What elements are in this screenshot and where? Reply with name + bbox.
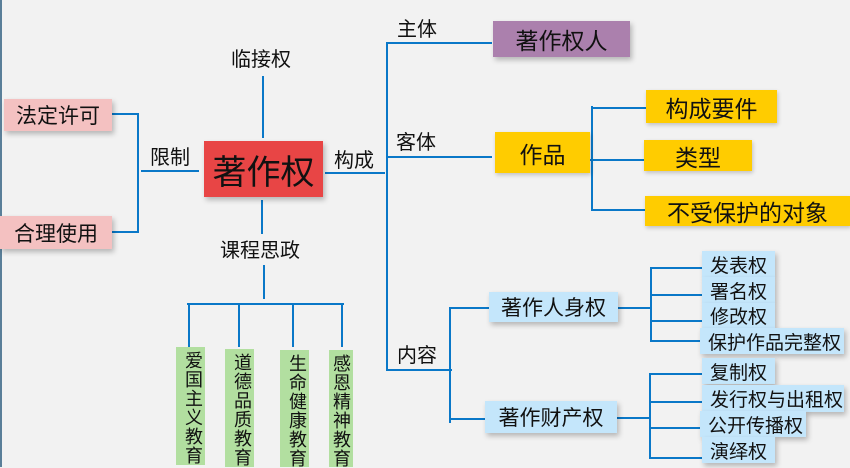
connector-object-bracket [591, 106, 593, 210]
branch-label-content: 内容 [397, 343, 437, 367]
connector-property-out [617, 417, 651, 419]
branch-label-limits: 限制 [150, 145, 190, 169]
branch-label-object: 客体 [396, 130, 436, 154]
connector-property-bracket [649, 373, 651, 459]
connector-object-1 [591, 107, 646, 109]
connector-root-top [262, 76, 264, 138]
right-node-attribution[interactable]: 署名权 [702, 277, 775, 303]
limit-node-label: 合理使用 [14, 221, 98, 246]
right-node-public-communication[interactable]: 公开传播权 [700, 411, 806, 437]
connector-ideology-bar [187, 303, 344, 305]
connector-personal-1 [650, 267, 702, 269]
connector-content-2 [449, 418, 485, 420]
ideology-node-label: 生命健康教育 [286, 353, 307, 468]
connector-limit-1 [112, 113, 139, 115]
connector-content [386, 369, 452, 371]
ideology-node-label: 爱国主义教育 [182, 351, 203, 465]
ideology-node-label: 感恩精神教育 [330, 353, 351, 468]
ideology-node-life-health[interactable]: 生命健康教育 [280, 350, 309, 468]
work-node-unprotected[interactable]: 不受保护的对象 [645, 196, 850, 227]
branch-label-neighboring-rights: 临接权 [231, 47, 291, 71]
root-label: 著作权 [212, 152, 315, 193]
connector-ideology-1 [188, 303, 190, 347]
work-node-label: 类型 [675, 145, 721, 172]
connector-limit-bracket [137, 113, 139, 233]
connector-object-3 [591, 209, 646, 211]
connector-object [386, 156, 492, 158]
subject-node-copyright-owner[interactable]: 著作权人 [493, 21, 630, 57]
content-node-label: 著作人身权 [501, 296, 606, 320]
right-node-label: 署名权 [710, 280, 768, 303]
object-node-label: 作品 [519, 142, 566, 169]
right-node-label: 公开传播权 [708, 414, 804, 437]
connector-content-bracket [449, 307, 451, 423]
connector-root-right [325, 172, 385, 174]
connector-root-bottom [261, 200, 263, 234]
right-node-modification[interactable]: 修改权 [702, 303, 775, 328]
content-node-property-rights[interactable]: 著作财产权 [485, 401, 617, 433]
ideology-node-morality[interactable]: 道德品质教育 [225, 349, 254, 467]
connector-ideology-stem [263, 265, 265, 299]
connector-property-3 [649, 427, 703, 429]
connector-personal-2 [650, 294, 702, 296]
right-node-adaptation[interactable]: 演绎权 [702, 437, 775, 463]
connector-limit-2 [112, 231, 139, 233]
right-node-distribution-rental[interactable]: 发行权与出租权 [702, 385, 844, 412]
right-node-label: 复制权 [710, 361, 768, 384]
work-node-requirements[interactable]: 构成要件 [646, 90, 777, 123]
connector-personal-4 [650, 340, 702, 342]
connector-content-1 [449, 307, 489, 309]
connector-ideology-4 [341, 303, 343, 347]
connector-property-1 [649, 373, 703, 375]
limit-node-label: 法定许可 [16, 104, 100, 128]
right-node-label: 修改权 [710, 306, 768, 328]
right-node-label: 演绎权 [710, 440, 768, 463]
connector-personal-bracket [650, 267, 652, 342]
ideology-node-patriotism[interactable]: 爱国主义教育 [176, 347, 205, 465]
connector-property-4 [649, 457, 703, 459]
right-node-disclosure[interactable]: 发表权 [702, 251, 775, 277]
connector-property-2 [649, 401, 703, 403]
connector-root-left [141, 170, 199, 172]
connector-personal-3 [650, 320, 702, 322]
work-node-types[interactable]: 类型 [644, 140, 752, 172]
right-node-label: 发行权与出租权 [710, 389, 844, 411]
subject-node-label: 著作权人 [515, 29, 608, 55]
content-node-moral-rights[interactable]: 著作人身权 [489, 292, 618, 322]
ideology-node-label: 道德品质教育 [231, 353, 252, 467]
work-node-label: 不受保护的对象 [667, 201, 828, 227]
limit-node-fair-use[interactable]: 合理使用 [0, 216, 112, 249]
right-node-label: 保护作品完整权 [708, 331, 842, 354]
right-node-reproduction[interactable]: 复制权 [702, 358, 775, 384]
branch-label-composition: 构成 [334, 148, 374, 172]
work-node-label: 构成要件 [665, 96, 758, 123]
right-node-integrity[interactable]: 保护作品完整权 [700, 328, 844, 354]
connector-composition-trunk [386, 42, 388, 371]
right-node-label: 发表权 [710, 254, 768, 277]
connector-subject [386, 42, 492, 44]
limit-node-statutory-license[interactable]: 法定许可 [4, 99, 112, 131]
branch-label-ideology: 课程思政 [220, 238, 300, 262]
ideology-node-gratitude[interactable]: 感恩精神教育 [329, 350, 353, 468]
connector-object-2 [591, 159, 644, 161]
content-node-label: 著作财产权 [498, 406, 604, 430]
object-node-work[interactable]: 作品 [495, 132, 590, 173]
connector-personal-out [618, 307, 652, 309]
root-node-copyright[interactable]: 著作权 [204, 141, 323, 197]
connector-ideology-2 [238, 305, 240, 347]
branch-label-subject: 主体 [397, 17, 437, 41]
connector-ideology-3 [292, 303, 294, 347]
